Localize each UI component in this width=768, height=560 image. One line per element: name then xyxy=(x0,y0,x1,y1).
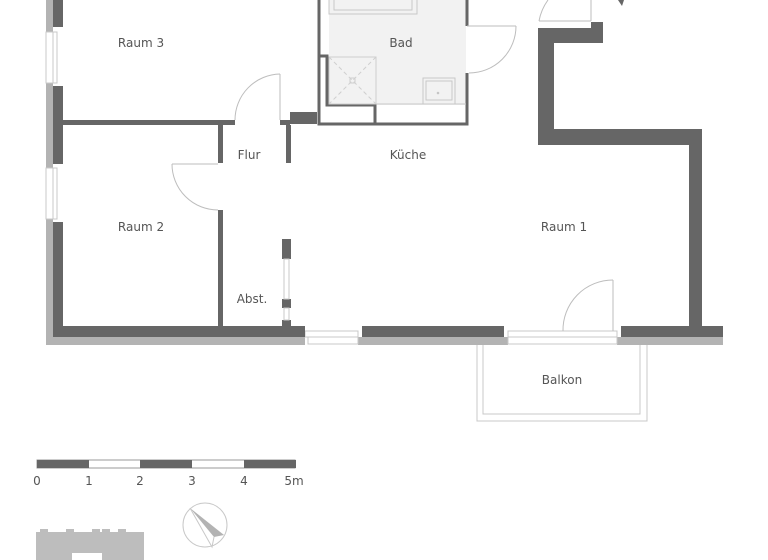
bath-counter xyxy=(376,77,466,105)
room-label-raum1: Raum 1 xyxy=(541,220,587,234)
balcony xyxy=(476,345,648,422)
room-label-balkon: Balkon xyxy=(542,373,582,387)
scale-tick-0: 0 xyxy=(33,474,41,488)
scale-tick-5: 5m xyxy=(284,474,303,488)
scale-tick-1: 1 xyxy=(85,474,93,488)
bathroom-floor xyxy=(329,0,466,105)
scale-tick-2: 2 xyxy=(136,474,144,488)
room-label-raum2: Raum 2 xyxy=(118,220,164,234)
door-swings xyxy=(171,0,614,332)
scale-tick-3: 3 xyxy=(188,474,196,488)
abst-niches xyxy=(283,258,290,321)
north-arrow-icon xyxy=(182,502,228,549)
shower xyxy=(328,56,377,105)
room-label-abst: Abst. xyxy=(237,292,268,306)
building-footprint-icon xyxy=(36,529,144,560)
room-label-raum3: Raum 3 xyxy=(118,36,164,50)
bathroom-walls xyxy=(317,0,469,126)
entry-arrow-icon xyxy=(618,0,624,6)
windows-left xyxy=(45,31,58,220)
room-label-bad: Bad xyxy=(389,36,412,50)
scale-tick-4: 4 xyxy=(240,474,248,488)
exterior-wall-layer xyxy=(46,0,723,345)
scale-bar: 0 1 2 3 4 5m xyxy=(33,459,304,488)
windows-bottom xyxy=(304,330,618,345)
room-label-kueche: Küche xyxy=(390,148,426,162)
walls xyxy=(53,0,723,337)
bathtub xyxy=(328,0,418,15)
room-labels: Raum 3 Bad Flur Küche Raum 2 Raum 1 Abst… xyxy=(118,36,587,387)
room-label-flur: Flur xyxy=(238,148,261,162)
